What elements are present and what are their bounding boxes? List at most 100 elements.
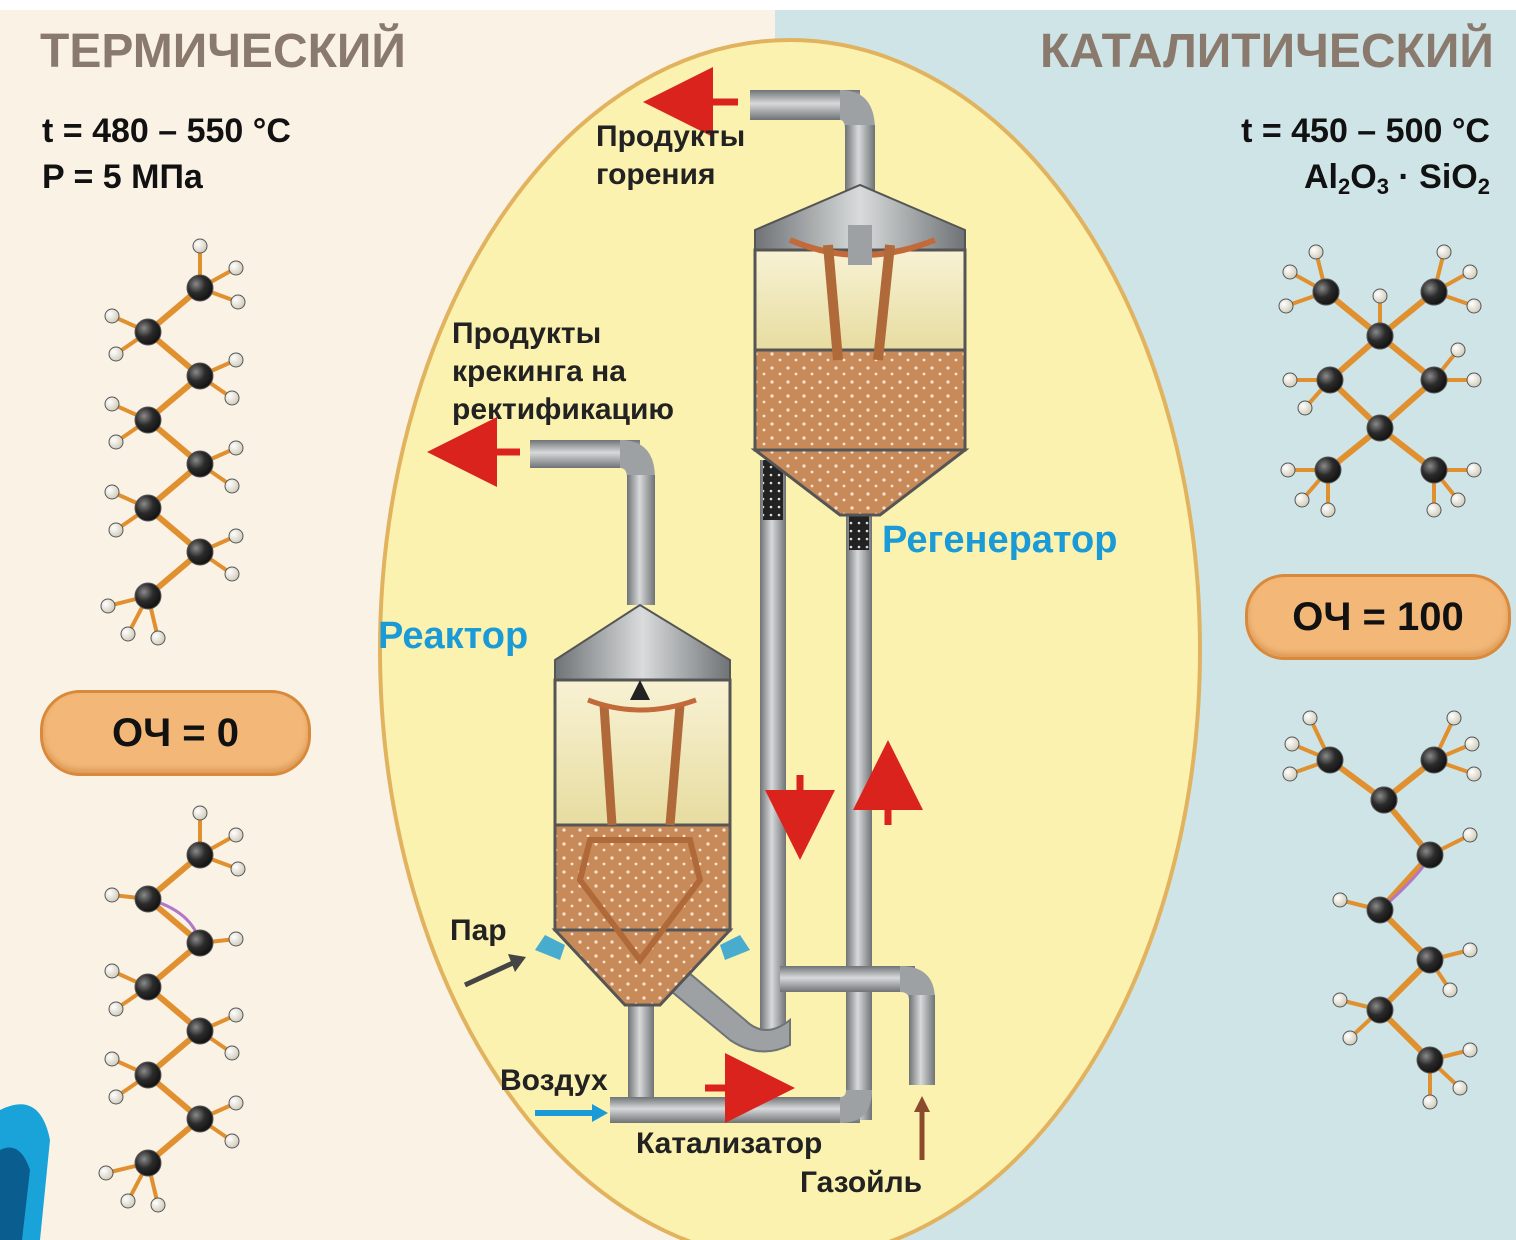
thermal-octane-badge: ОЧ = 0 <box>40 690 311 776</box>
hydrogen-atom <box>1466 462 1482 478</box>
air-line <box>610 1097 860 1123</box>
hydrogen-atom <box>1280 462 1296 478</box>
hydrogen-atom <box>1446 710 1462 726</box>
hydrogen-atom <box>150 1197 166 1213</box>
hydrogen-atom <box>104 1051 120 1067</box>
hydrogen-atom <box>104 308 120 324</box>
reactor-label: Реактор <box>378 615 528 657</box>
carbon-atom <box>1420 366 1448 394</box>
carbon-atom <box>1312 278 1340 306</box>
carbon-atom <box>134 1149 162 1177</box>
formula-sub-3: 3 <box>1376 174 1389 199</box>
carbon-atom <box>1420 456 1448 484</box>
hydrogen-atom <box>1372 288 1388 304</box>
hydrogen-atom <box>228 827 244 843</box>
carbon-atom <box>186 274 214 302</box>
carbon-atom <box>134 406 162 434</box>
hydrogen-atom <box>108 1001 124 1017</box>
hydrogen-atom <box>1342 1030 1358 1046</box>
hydrogen-atom <box>104 963 120 979</box>
hydrogen-atom <box>228 1007 244 1023</box>
steam-arrow <box>463 959 517 988</box>
combustion-label-2: горения <box>596 158 716 191</box>
hydrogen-atom <box>1462 264 1478 280</box>
thermal-pressure: P = 5 МПа <box>42 158 203 196</box>
crossover-elbow <box>900 966 935 1000</box>
hydrogen-atom <box>108 346 124 362</box>
carbon-atom <box>1416 841 1444 869</box>
carbon-atom <box>134 885 162 913</box>
hydrogen-atom <box>1302 710 1318 726</box>
carbon-atom <box>1370 786 1398 814</box>
carbon-atom <box>186 538 214 566</box>
hydrogen-atom <box>1450 492 1466 508</box>
hydrogen-atom <box>1308 244 1324 260</box>
hydrogen-atom <box>1294 492 1310 508</box>
hydrogen-atom <box>104 484 120 500</box>
air-arrow-head <box>592 1104 608 1122</box>
hydrogen-atom <box>120 1193 136 1209</box>
hydrogen-atom <box>1442 982 1458 998</box>
formula-sub-2: 2 <box>1338 174 1351 199</box>
hydrogen-atom <box>1466 372 1482 388</box>
hydrogen-atom <box>1297 400 1313 416</box>
carbon-atom <box>1314 456 1342 484</box>
catalytic-conditions: t = 450 – 500 °C Al2O3 · SiO2 <box>1190 108 1490 210</box>
regenerator-vessel <box>750 183 970 517</box>
hydrogen-atom <box>1466 766 1482 782</box>
regen-downcomer <box>760 460 786 1030</box>
hydrogen-atom <box>228 931 244 947</box>
carbon-atom <box>134 318 162 346</box>
catalytic-temperature: t = 450 – 500 °C <box>1241 112 1490 150</box>
hydrogen-atom <box>1422 1094 1438 1110</box>
steam-label: Пар <box>450 914 507 947</box>
catalytic-title: КАТАЛИТИЧЕСКИЙ <box>1040 25 1494 78</box>
hydrogen-atom <box>1452 1080 1468 1096</box>
carbon-atom <box>186 362 214 390</box>
carbon-atom <box>134 1061 162 1089</box>
steam-arrow-head <box>508 954 526 972</box>
carbon-atom <box>134 973 162 1001</box>
cracking-label-3: ректификацию <box>452 393 674 426</box>
gasoil-label: Газойль <box>800 1166 922 1199</box>
formula-o: O <box>1350 158 1377 196</box>
hydrogen-atom <box>1436 244 1452 260</box>
carbon-atom <box>186 929 214 957</box>
regenerator-label: Регенератор <box>882 519 1117 561</box>
carbon-atom <box>186 450 214 478</box>
reactor-vessel <box>535 603 750 1007</box>
hydrogen-atom <box>1282 264 1298 280</box>
cracking-label-2: крекинга на <box>452 355 626 388</box>
carbon-atom <box>1366 322 1394 350</box>
reactor-exhaust-vertical <box>627 475 655 605</box>
hydrogen-atom <box>1282 372 1298 388</box>
hydrogen-atom <box>104 396 120 412</box>
hydrogen-atom <box>1462 942 1478 958</box>
carbon-atom <box>134 582 162 610</box>
regen-downcomer-catalyst <box>763 460 783 520</box>
gasoil-arrow-head <box>914 1096 930 1112</box>
carbon-atom <box>134 494 162 522</box>
formula-sub-2b: 2 <box>1477 174 1490 199</box>
carbon-atom <box>1420 278 1448 306</box>
hydrogen-atom <box>1332 992 1348 1008</box>
molecules <box>98 238 1482 1213</box>
hydrogen-atom <box>228 528 244 544</box>
hydrogen-atom <box>1462 1042 1478 1058</box>
regen-riser <box>846 510 872 1120</box>
hydrogen-atom <box>1320 502 1336 518</box>
hydrogen-atom <box>1282 766 1298 782</box>
hydrogen-atom <box>108 434 124 450</box>
hydrogen-atom <box>98 1165 114 1181</box>
hydrogen-atom <box>1426 502 1442 518</box>
hydrogen-atom <box>1284 736 1300 752</box>
hydrogen-atom <box>224 566 240 582</box>
carbon-atom <box>1316 746 1344 774</box>
reactor-exhaust-elbow <box>620 440 655 478</box>
catalytic-octane-badge: ОЧ = 100 <box>1245 574 1511 660</box>
hydrogen-atom <box>224 390 240 406</box>
carbon-atom <box>186 841 214 869</box>
thermal-temperature: t = 480 – 550 °C <box>42 112 291 150</box>
slide-swoosh-dark <box>0 1147 30 1240</box>
